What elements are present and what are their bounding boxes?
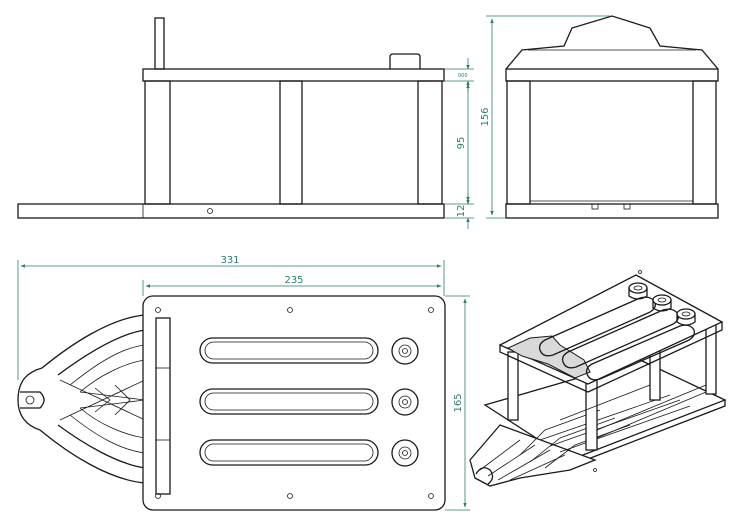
top-fork bbox=[17, 314, 146, 484]
front-top-plate bbox=[142, 68, 445, 82]
front-base-hole bbox=[207, 208, 213, 214]
dim-plate-width: 165 bbox=[453, 393, 464, 412]
front-handle-rod bbox=[154, 17, 165, 70]
top-main-plate bbox=[142, 295, 446, 511]
top-slots bbox=[199, 337, 379, 466]
top-hole-br bbox=[428, 493, 434, 499]
iso-slots bbox=[538, 296, 695, 381]
dim-frame-height: 95 bbox=[456, 137, 467, 150]
dim-overall-height: 156 bbox=[480, 107, 491, 126]
front-post-right bbox=[417, 80, 443, 205]
front-knob bbox=[389, 53, 421, 69]
top-hole-tr bbox=[428, 307, 434, 313]
dim-base-thickness: 12 bbox=[456, 205, 467, 218]
side-base-plate bbox=[505, 203, 719, 219]
top-hole-tm bbox=[287, 307, 293, 313]
front-post-middle bbox=[279, 80, 303, 205]
side-height-dimension: 156 bbox=[480, 15, 610, 219]
front-view bbox=[17, 17, 445, 219]
top-hole-tl bbox=[155, 307, 161, 313]
top-hole-bm bbox=[287, 493, 293, 499]
side-top-plate bbox=[505, 68, 719, 82]
side-post-right bbox=[692, 80, 717, 205]
top-view bbox=[17, 295, 446, 511]
side-view bbox=[505, 15, 719, 219]
isometric-view bbox=[469, 270, 727, 487]
top-knobs bbox=[391, 337, 419, 467]
top-side-bar bbox=[155, 317, 171, 495]
front-vertical-dimensions: 000 95 12 bbox=[444, 58, 474, 229]
dim-top-thickness: 000 bbox=[458, 73, 468, 79]
top-hole-bl bbox=[155, 493, 161, 499]
dim-plate-length: 235 bbox=[284, 275, 303, 286]
dim-total-length: 331 bbox=[220, 255, 239, 266]
iso-fork bbox=[469, 394, 691, 487]
iso-knobs bbox=[628, 282, 696, 326]
front-base-bar bbox=[17, 203, 445, 219]
front-post-left bbox=[144, 80, 171, 205]
side-post-left bbox=[506, 80, 531, 205]
top-dimensions: 331 235 165 bbox=[17, 255, 470, 511]
side-peaked-top bbox=[505, 15, 719, 70]
iso-post-front-left bbox=[507, 351, 519, 421]
